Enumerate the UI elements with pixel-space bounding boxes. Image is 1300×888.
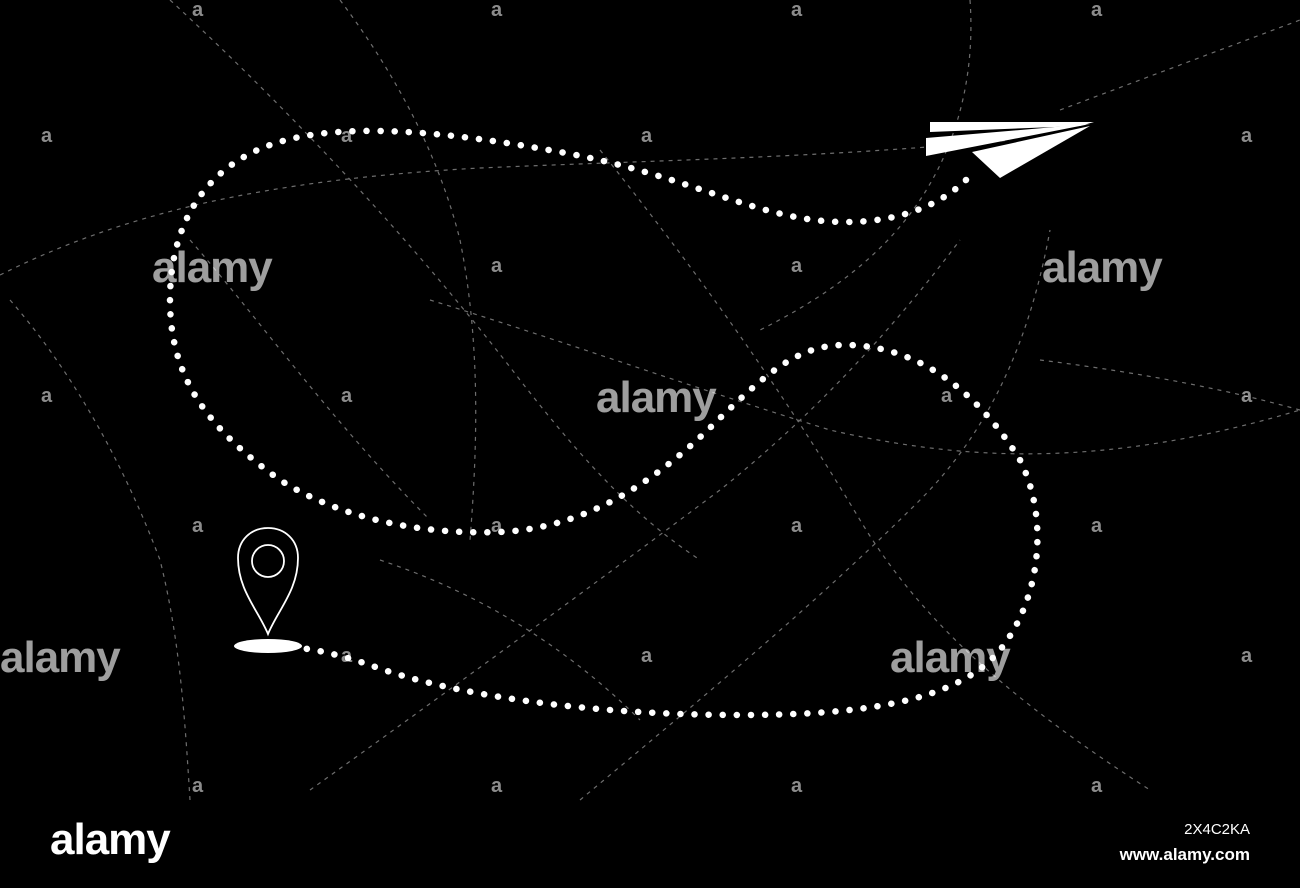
map-line [379,559,641,721]
map-line [1059,19,1300,111]
watermark-glyph: a [491,775,503,797]
pin-shadow [234,639,302,653]
watermark-glyph: a [491,515,503,537]
map-line [759,0,972,331]
plane-upper-wing [930,122,1094,132]
watermark: alamy [596,373,717,422]
map-line [1039,359,1300,411]
plane-keel [972,126,1090,178]
watermark-glyph: a [341,125,353,147]
watermark-glyph: a [491,0,503,21]
watermark: alamy [0,633,121,682]
watermark: alamy [1042,243,1163,292]
map-line [309,239,961,791]
watermark-glyph: a [641,645,653,667]
watermark-glyph: a [1091,0,1103,21]
paper-plane-icon [926,122,1094,178]
watermark: alamy [152,243,273,292]
footer-logo: alamy [50,815,171,864]
dotted-route [166,127,1041,719]
watermark-glyph: a [192,0,204,21]
map-line [189,239,431,521]
watermark-glyph: a [192,515,204,537]
watermark-glyph: a [1241,385,1253,407]
footer-url: www.alamy.com [1119,845,1250,864]
watermark-glyph: a [1091,775,1103,797]
image-id: 2X4C2KA [1184,821,1250,838]
location-pin-icon [234,527,302,653]
watermark-glyph: a [341,385,353,407]
watermark-glyph: a [791,255,803,277]
plane-lower-wing [926,124,1090,156]
watermark-glyph: a [41,385,53,407]
map-line [169,0,701,561]
watermark-glyph: a [791,775,803,797]
watermark-glyph: a [491,255,503,277]
map-line [339,0,477,541]
watermark-glyph: a [192,775,204,797]
watermark-glyph: a [1091,515,1103,537]
watermark-glyph: a [941,385,953,407]
map-line [9,299,191,801]
map-line [0,139,1011,276]
watermark-glyph: a [1241,645,1253,667]
watermark-glyph: a [791,515,803,537]
watermark-glyph: a [341,645,353,667]
watermark-glyph: a [791,0,803,21]
map-line [579,229,1051,801]
map-line [599,149,1151,791]
map-lines [0,0,1300,801]
watermark: alamy [890,633,1011,682]
pin-outline [237,527,299,637]
pin-hole [251,544,285,578]
watermark-glyph: a [1241,125,1253,147]
watermark-glyph: a [41,125,53,147]
map-line [429,299,1300,455]
watermark-glyph: a [641,125,653,147]
